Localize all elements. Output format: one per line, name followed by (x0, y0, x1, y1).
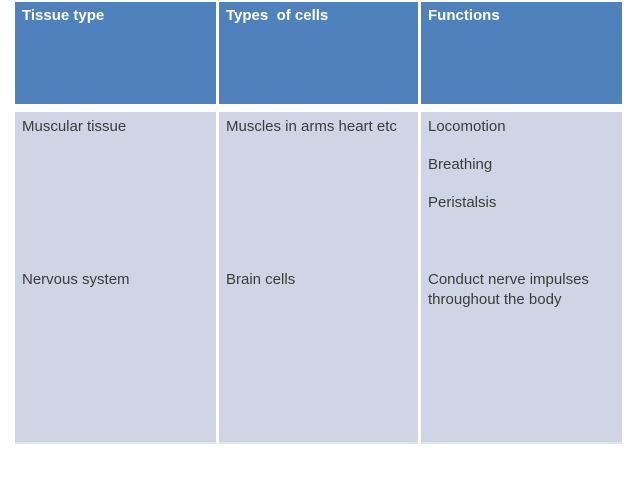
table-row: Nervous system Brain cells Conduct nerve… (15, 265, 622, 444)
table-row: Muscular tissue Muscles in arms heart et… (15, 112, 622, 265)
cell-functions: Locomotion Breathing Peristalsis (421, 112, 622, 265)
cell-tissue-type: Nervous system (15, 265, 216, 444)
table-header-row: Tissue type Types of cells Functions (15, 2, 622, 112)
column-header-tissue-type: Tissue type (15, 2, 216, 112)
function-item: Conduct nerve impulses throughout the bo… (428, 271, 589, 308)
cell-cell-types: Brain cells (219, 265, 418, 444)
function-item: Peristalsis (428, 194, 497, 211)
function-item: Locomotion (428, 118, 506, 135)
cell-functions: Conduct nerve impulses throughout the bo… (421, 265, 622, 444)
cell-tissue-type: Muscular tissue (15, 112, 216, 265)
column-header-functions: Functions (421, 2, 622, 112)
column-header-types-of-cells: Types of cells (219, 2, 418, 112)
function-item: Breathing (428, 156, 493, 173)
cell-cell-types: Muscles in arms heart etc (219, 112, 418, 265)
tissue-table: Tissue type Types of cells Functions Mus… (15, 2, 622, 444)
